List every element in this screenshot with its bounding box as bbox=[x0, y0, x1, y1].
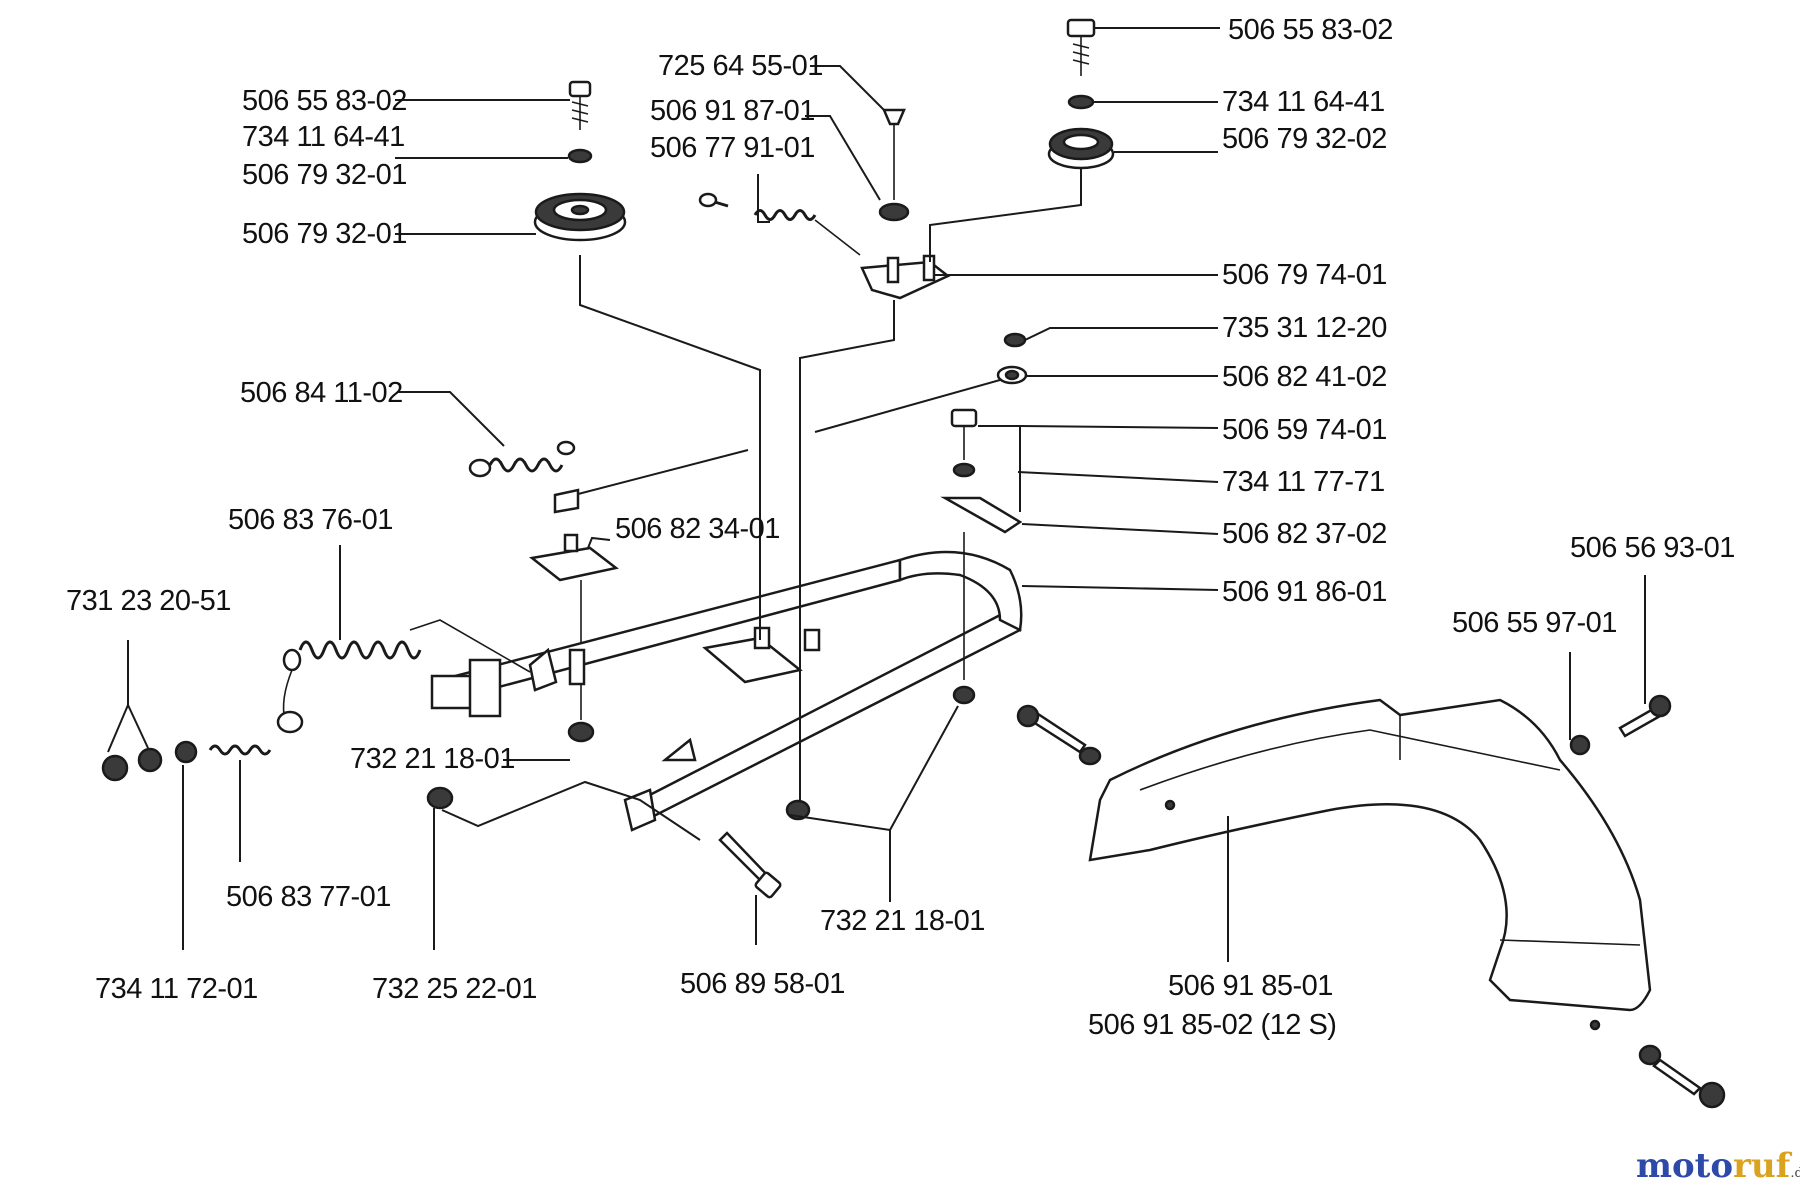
right-bracket bbox=[940, 332, 1028, 705]
part-label: 734 11 77-71 bbox=[1222, 466, 1385, 498]
part-label: 506 55 83-02 bbox=[1228, 14, 1393, 46]
part-label: 506 79 32-01 bbox=[242, 159, 407, 191]
fasteners bbox=[426, 786, 811, 899]
part-label: 506 55 97-01 bbox=[1452, 607, 1617, 639]
part-label: 734 11 64-41 bbox=[1222, 86, 1385, 118]
part-label: 735 31 12-20 bbox=[1222, 312, 1387, 344]
right-pulley-assembly bbox=[1047, 18, 1115, 170]
linkage-spring bbox=[101, 619, 531, 782]
part-label: 506 84 11-02 bbox=[240, 377, 403, 409]
part-label: 506 91 85-01 bbox=[1168, 970, 1333, 1002]
part-label: 506 83 77-01 bbox=[226, 881, 391, 913]
part-label: 506 91 87-01 bbox=[650, 95, 815, 127]
main-frame bbox=[430, 550, 1023, 832]
part-label: 732 25 22-01 bbox=[372, 973, 537, 1005]
part-labels: 506 55 83-02 734 11 64-41 506 79 32-01 5… bbox=[66, 14, 1735, 1041]
part-label: 506 59 74-01 bbox=[1222, 414, 1387, 446]
upper-spring bbox=[698, 192, 861, 256]
part-label: 732 21 18-01 bbox=[820, 905, 985, 937]
part-label: 506 56 93-01 bbox=[1570, 532, 1735, 564]
plate-bracket bbox=[529, 533, 619, 743]
part-label: 506 82 37-02 bbox=[1222, 518, 1387, 550]
part-label: 506 79 32-01 bbox=[242, 218, 407, 250]
part-label: 725 64 55-01 bbox=[658, 50, 823, 82]
idler-bracket bbox=[860, 108, 951, 300]
watermark-ruf: ruf bbox=[1733, 1146, 1793, 1186]
part-label: 732 21 18-01 bbox=[350, 743, 515, 775]
watermark-text: motoruf.de bbox=[1636, 1146, 1800, 1186]
part-label: 506 77 91-01 bbox=[650, 132, 815, 164]
watermark-suffix: .de bbox=[1790, 1166, 1800, 1181]
part-label: 734 11 64-41 bbox=[242, 121, 405, 153]
cables bbox=[554, 379, 1001, 501]
left-pulley-assembly bbox=[533, 80, 627, 242]
part-label: 506 79 32-02 bbox=[1222, 123, 1387, 155]
leader-lines bbox=[107, 27, 1646, 962]
part-label: 506 79 74-01 bbox=[1222, 259, 1387, 291]
part-label: 506 91 86-01 bbox=[1222, 576, 1387, 608]
blade-guard bbox=[1016, 694, 1726, 1109]
watermark-moto: moto bbox=[1636, 1146, 1733, 1186]
part-label: 506 89 58-01 bbox=[680, 968, 845, 1000]
left-spring bbox=[468, 440, 580, 514]
part-label: 506 55 83-02 bbox=[242, 85, 407, 117]
part-label: 506 82 34-01 bbox=[615, 513, 780, 545]
part-label: 506 91 85-02 (12 S) bbox=[1088, 1009, 1336, 1041]
part-label: 731 23 20-51 bbox=[66, 585, 231, 617]
part-label: 506 83 76-01 bbox=[228, 504, 393, 536]
part-label: 734 11 72-01 bbox=[95, 973, 258, 1005]
watermark-logo: motoruf.de bbox=[1636, 1146, 1800, 1186]
part-label: 506 82 41-02 bbox=[1222, 361, 1387, 393]
